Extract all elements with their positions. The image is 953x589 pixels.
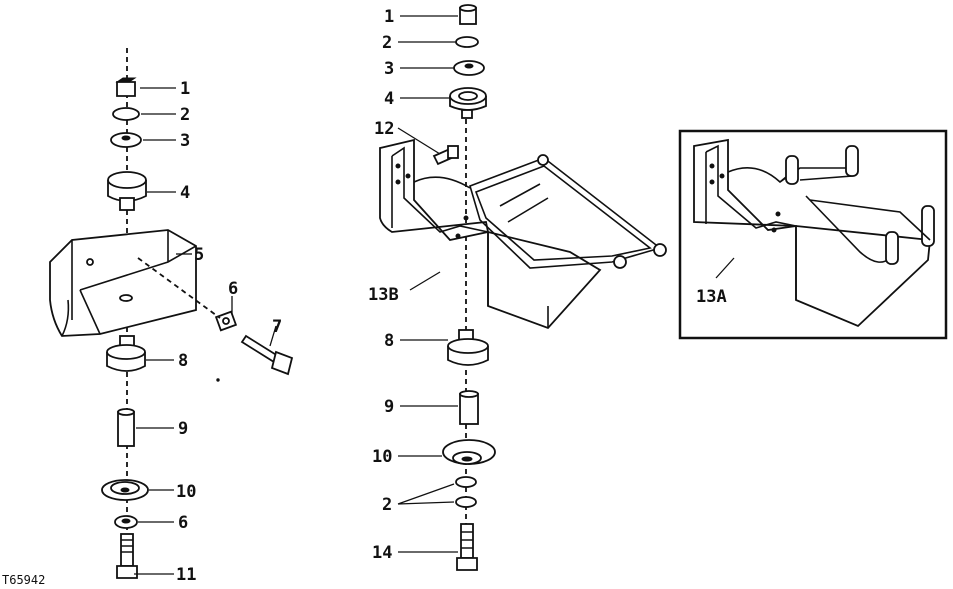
callout-center-2: 2 — [382, 33, 392, 53]
center-part-10-cup-washer — [442, 439, 496, 465]
left-part-4-isolator — [107, 171, 147, 211]
callout-center-12: 12 — [374, 119, 394, 139]
callout-left-3: 3 — [180, 131, 190, 151]
callout-center-1: 1 — [384, 7, 394, 27]
center-assembly: 1 2 3 4 12 13B 8 9 10 2 14 — [368, 4, 667, 571]
center-part-14-bolt — [456, 523, 478, 571]
inset-13a: 13A — [678, 129, 948, 340]
inset-frame — [678, 129, 948, 340]
left-part-6-washer — [114, 515, 138, 529]
callout-center-10: 10 — [372, 447, 392, 467]
callout-center-14: 14 — [372, 543, 392, 563]
left-part-3-washer — [110, 132, 142, 148]
callout-left-7: 7 — [272, 317, 282, 337]
callout-inset-13a: 13A — [696, 287, 727, 307]
center-part-8-snubber — [447, 329, 489, 366]
center-part-13b-support — [379, 138, 667, 330]
callout-center-4: 4 — [384, 89, 394, 109]
callout-left-1: 1 — [180, 79, 190, 99]
inset-part-13a-support — [693, 138, 935, 328]
callout-left-4: 4 — [180, 183, 190, 203]
callout-center-2b: 2 — [382, 495, 392, 515]
callout-left-6: 6 — [228, 279, 238, 299]
center-part-1-nut — [459, 4, 477, 25]
callout-left-10: 10 — [176, 482, 196, 502]
callout-left-5: 5 — [194, 245, 204, 265]
center-part-4-isolator — [449, 87, 487, 119]
callout-center-3: 3 — [384, 59, 394, 79]
callout-left-6b: 6 — [178, 513, 188, 533]
callout-center-9: 9 — [384, 397, 394, 417]
callout-left-11: 11 — [176, 565, 196, 585]
left-part-8-snubber — [106, 335, 146, 372]
center-part-3-washer — [453, 60, 485, 76]
center-part-2-washers — [455, 476, 477, 508]
callout-left-8: 8 — [178, 351, 188, 371]
callout-center-8: 8 — [384, 331, 394, 351]
callout-center-13b: 13B — [368, 285, 399, 305]
left-part-1-nut — [115, 77, 137, 97]
callout-left-9: 9 — [178, 419, 188, 439]
left-assembly: 1 2 3 4 5 6 7 8 9 10 6 11 — [49, 48, 294, 585]
left-part-5-bracket — [49, 229, 197, 337]
callout-left-2: 2 — [180, 105, 190, 125]
center-part-9-spacer — [459, 390, 479, 425]
center-part-12-screw — [432, 145, 459, 166]
center-part-2-washer — [455, 36, 479, 48]
left-part-9-spacer — [117, 408, 135, 447]
figure-id: T65942 — [2, 573, 45, 587]
left-part-7-bolt — [240, 334, 294, 376]
left-part-2-washer — [112, 107, 140, 121]
left-part-10-cup-washer — [101, 479, 149, 501]
left-part-11-bolt — [116, 533, 138, 579]
left-part-6-nut — [214, 310, 238, 332]
